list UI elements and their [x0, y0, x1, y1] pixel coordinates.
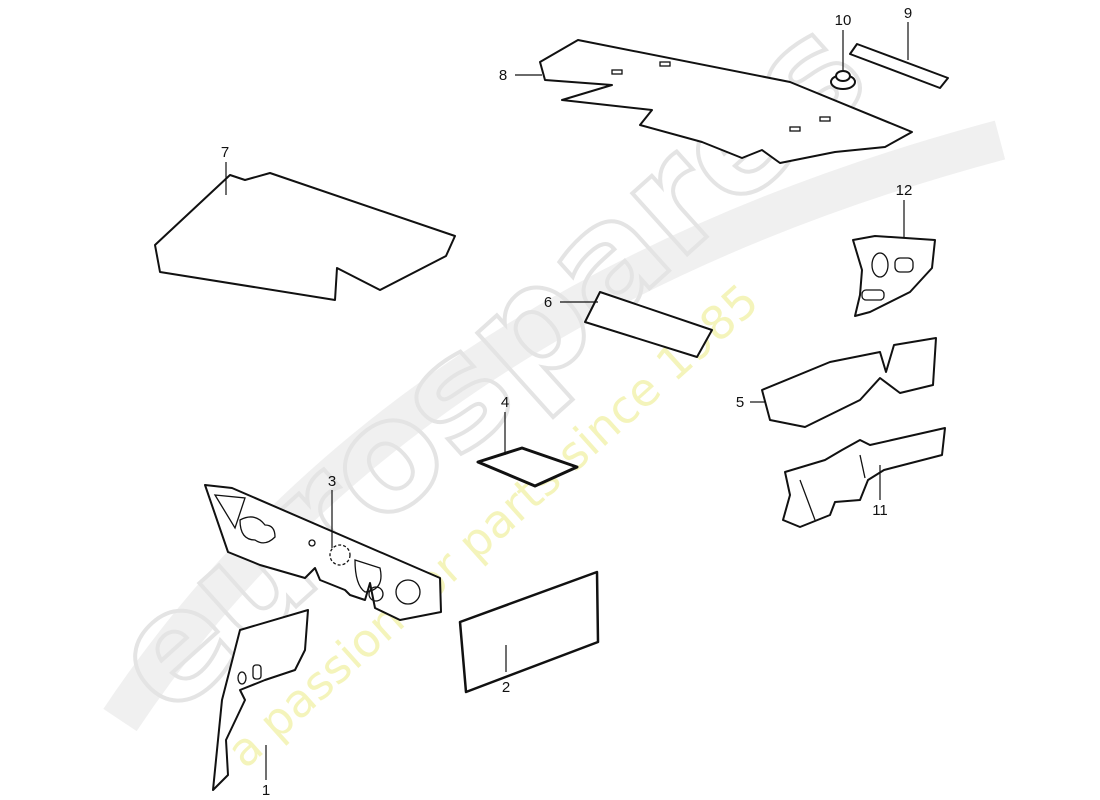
part-8[interactable]: 8: [499, 39, 913, 164]
callout-9: 9: [904, 5, 912, 22]
callout-2: 2: [502, 679, 510, 696]
part-3[interactable]: 3: [204, 473, 442, 621]
part-6[interactable]: 6: [544, 291, 713, 358]
part-10[interactable]: 10: [830, 12, 856, 90]
part-12[interactable]: 12: [852, 182, 936, 317]
part-7[interactable]: 7: [154, 144, 456, 301]
part-2[interactable]: 2: [458, 570, 600, 696]
part-11[interactable]: 11: [782, 427, 946, 528]
callout-6: 6: [544, 294, 552, 311]
callout-4: 4: [501, 394, 509, 411]
callout-3: 3: [328, 473, 336, 490]
callout-11: 11: [872, 502, 888, 519]
part-9[interactable]: 9: [849, 5, 949, 89]
callout-8: 8: [499, 67, 507, 84]
part-1[interactable]: 1: [212, 609, 309, 799]
callout-7: 7: [221, 144, 229, 161]
part-4[interactable]: 4: [476, 394, 579, 488]
callout-10: 10: [835, 12, 852, 29]
callout-1: 1: [262, 782, 270, 799]
callout-12: 12: [896, 182, 913, 199]
callout-5: 5: [736, 394, 744, 411]
part-5[interactable]: 5: [736, 337, 937, 428]
